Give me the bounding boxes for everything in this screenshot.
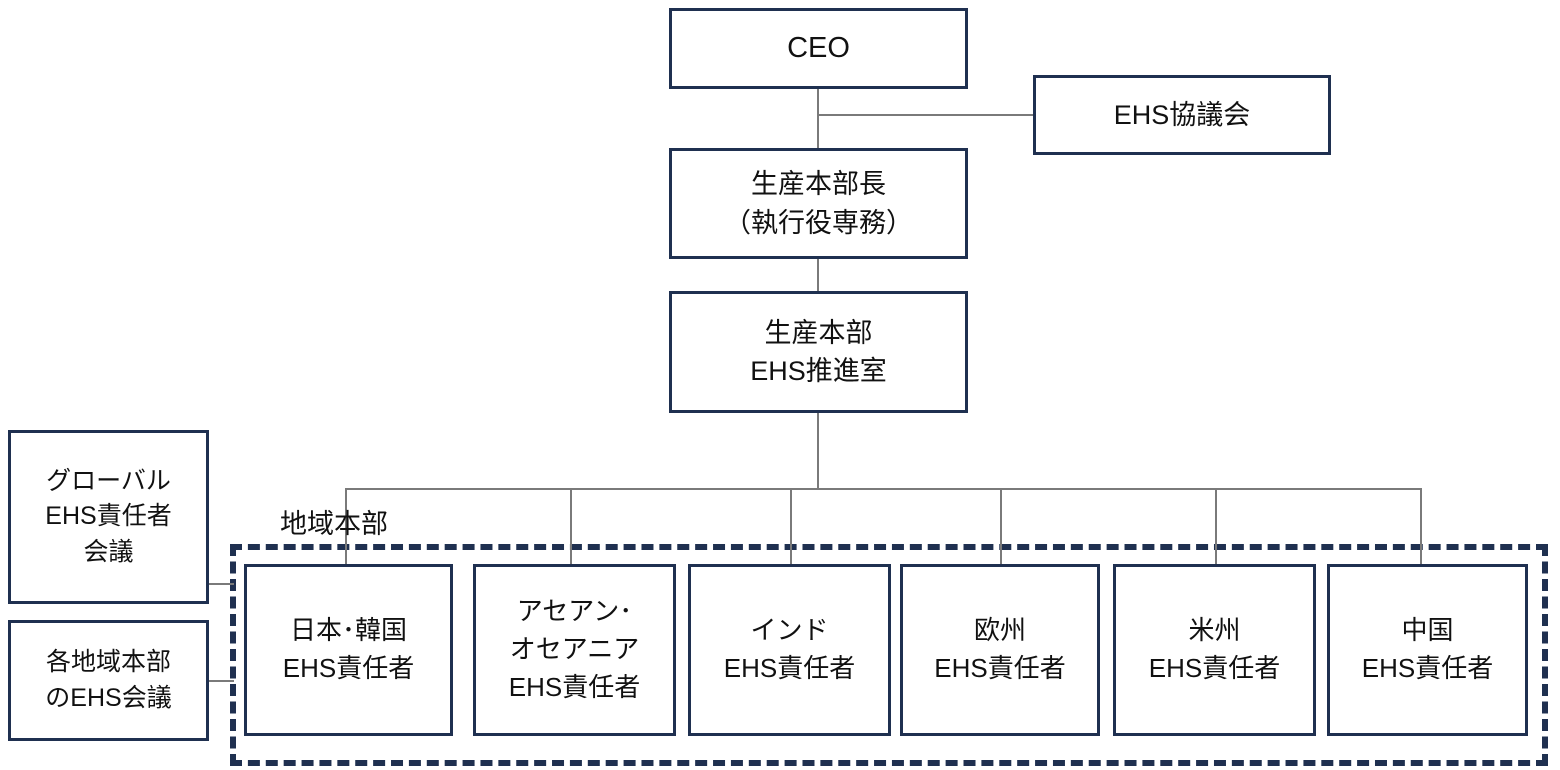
node-ceo-line-1: CEO [787,31,850,64]
regional-headquarters-label: 地域本部 [280,509,388,539]
node-region-europe[interactable]: 欧州 EHS責任者 [900,564,1100,736]
node-region-asean-oceania-line-1: アセアン･ [516,596,633,627]
node-region-india[interactable]: インド EHS責任者 [688,564,891,736]
connector-distribution-bus [345,488,1421,490]
connector-drop-americas [1215,488,1217,566]
node-region-asean-oceania-line-3: EHS責任者 [508,671,641,702]
node-production-general-manager[interactable]: 生産本部長 （執行役専務） [669,148,968,259]
connector-drop-asean-oceania [570,488,572,566]
connector-drop-india [790,488,792,566]
connector-drop-europe [1000,488,1002,566]
connector-gm-to-ehsoffice [817,258,819,293]
node-region-japan-korea-line-2: EHS責任者 [282,653,415,683]
node-region-americas-line-2: EHS責任者 [1148,653,1281,683]
node-ceo[interactable]: CEO [669,8,968,89]
connector-drop-china [1420,488,1422,566]
connector-ehsoffice-to-bus [817,412,819,490]
node-ehs-promotion-office-line-2: EHS推進室 [750,356,887,386]
connector-drop-japan-korea [345,488,347,566]
node-region-asean-oceania-line-2: オセアニア [509,634,640,665]
node-production-general-manager-line-1: 生産本部長 [751,169,886,200]
connector-ceo-to-gm [817,88,819,150]
node-regional-ehs-meeting-line-2: のEHS会議 [45,683,172,712]
node-region-china-line-2: EHS責任者 [1361,653,1494,683]
node-region-americas[interactable]: 米州 EHS責任者 [1113,564,1316,736]
node-global-ehs-leaders-meeting-line-2: EHS責任者 [45,502,172,531]
node-region-india-line-2: EHS責任者 [723,653,856,683]
node-regional-ehs-meeting-line-1: 各地域本部 [45,648,171,676]
regional-headquarters-group [230,544,1548,766]
node-global-ehs-leaders-meeting-line-3: 会議 [83,537,134,566]
node-region-china-line-1: 中国 [1401,615,1454,646]
node-ehs-promotion-office-line-1: 生産本部 [764,317,873,348]
node-global-ehs-leaders-meeting-line-1: グローバル [46,466,171,495]
node-ehs-council-line-1: EHS協議会 [1113,99,1251,130]
node-production-general-manager-line-2: （執行役専務） [724,207,913,238]
node-global-ehs-leaders-meeting[interactable]: グローバル EHS責任者 会議 [8,430,209,604]
connector-council-to-stem [817,114,1035,116]
node-region-europe-line-2: EHS責任者 [934,653,1066,683]
node-region-europe-line-1: 欧州 [973,615,1026,646]
node-region-asean-oceania[interactable]: アセアン･ オセアニア EHS責任者 [473,564,676,736]
node-regional-ehs-meeting[interactable]: 各地域本部 のEHS会議 [8,620,209,741]
node-region-india-line-1: インド [750,615,829,646]
node-region-japan-korea[interactable]: 日本･韓国 EHS責任者 [244,564,453,736]
node-region-americas-line-1: 米州 [1188,615,1241,646]
node-ehs-promotion-office[interactable]: 生産本部 EHS推進室 [669,291,968,413]
node-region-japan-korea-line-1: 日本･韓国 [289,615,407,646]
connector-regional-meeting-to-group [208,680,234,682]
connector-global-meeting-to-group [208,583,234,585]
node-ehs-council[interactable]: EHS協議会 [1033,75,1331,155]
node-region-china[interactable]: 中国 EHS責任者 [1327,564,1528,736]
